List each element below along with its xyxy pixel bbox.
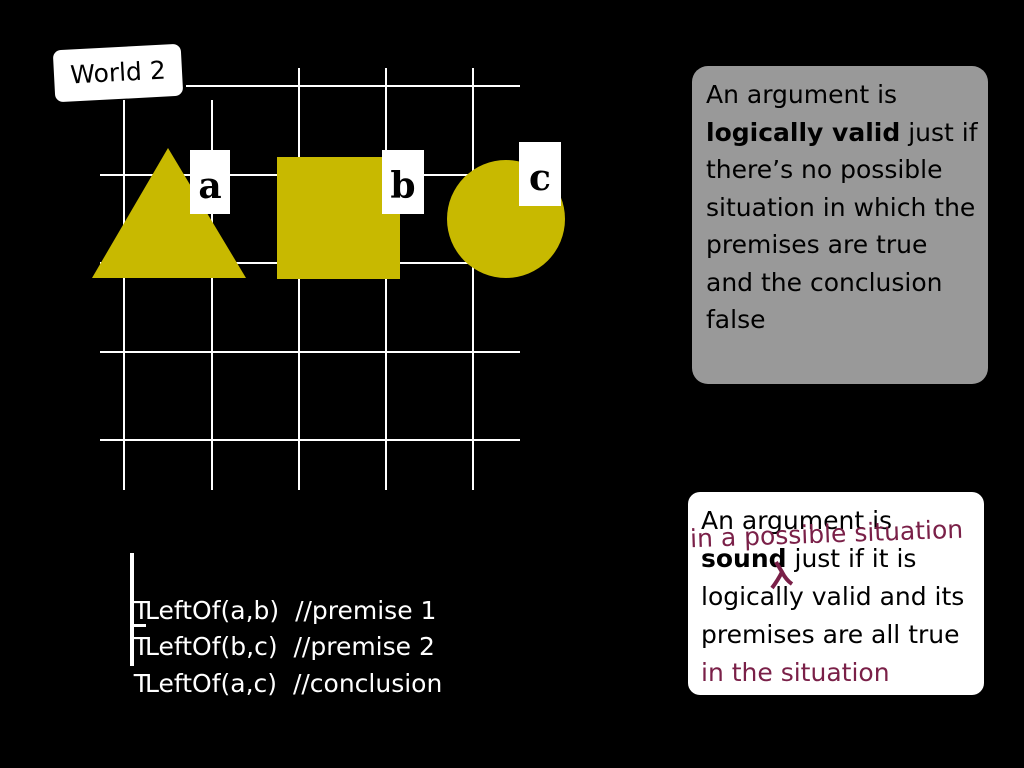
validity-definition-text: An argument is logically valid just if t… xyxy=(706,80,978,334)
fitch-conclusion-marker xyxy=(130,624,146,627)
truth-value: T xyxy=(133,668,150,698)
world-label: World 2 xyxy=(52,43,184,103)
triangle-shape xyxy=(92,148,246,278)
proof-statement: LeftOf(b,c) xyxy=(145,632,278,661)
truth-value: T xyxy=(133,632,150,661)
fitch-bar xyxy=(130,553,134,666)
in-the-situation-phrase: in the situation xyxy=(701,658,890,687)
proof-comment: //premise 2 xyxy=(293,632,435,661)
proof-comment: //conclusion xyxy=(292,668,443,698)
object-label-a: a xyxy=(190,150,230,214)
truth-value: T xyxy=(133,595,150,625)
object-label-b: b xyxy=(382,150,424,214)
object-label-c: c xyxy=(519,142,561,206)
proof-statement: LeftOf(a,b) xyxy=(145,595,280,625)
term-sound: sound xyxy=(701,544,787,573)
validity-definition-box: An argument is logically valid just if t… xyxy=(692,66,988,384)
term-logically-valid: logically valid xyxy=(706,117,901,147)
proof-comment: //premise 1 xyxy=(295,595,437,625)
soundness-definition-text: An argument is sound just if it is logic… xyxy=(701,506,965,687)
insertion-caret-icon xyxy=(770,560,794,590)
proof-statement: LeftOf(a,c) xyxy=(145,668,278,698)
square-shape xyxy=(277,157,400,279)
soundness-definition-box: An argument is sound just if it is logic… xyxy=(688,492,984,695)
